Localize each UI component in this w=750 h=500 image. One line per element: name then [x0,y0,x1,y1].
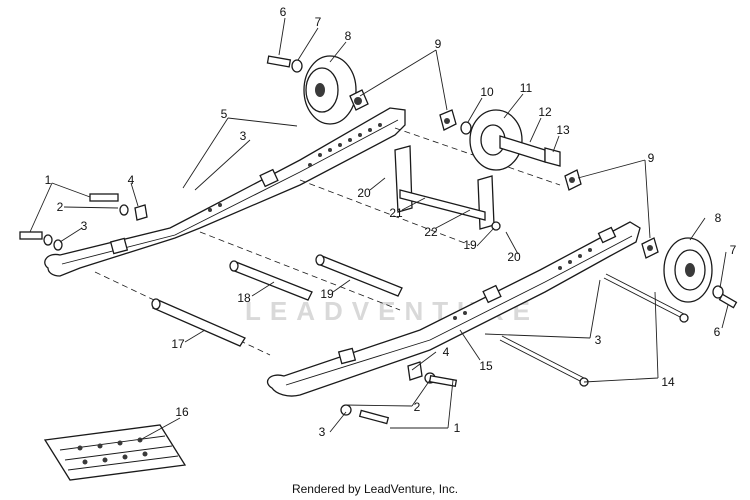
callout-22: 22 [424,225,438,239]
callout-18: 18 [237,291,251,305]
callout-20-upper: 20 [357,186,371,200]
bearing-9-lower-right [641,237,659,259]
callout-5: 5 [221,107,228,121]
washer-10 [460,121,472,135]
callout-2-left: 2 [57,200,64,214]
callout-21: 21 [389,206,403,220]
callout-16: 16 [175,405,189,419]
callout-6-lower: 6 [714,325,721,339]
slide-pad-16 [43,424,187,481]
callout-13: 13 [556,123,570,137]
callout-2-right: 2 [414,400,421,414]
callout-10: 10 [480,85,494,99]
left-rail [44,107,406,277]
callout-17: 17 [171,337,185,351]
callout-3-left: 3 [81,219,88,233]
callout-3-bottom: 3 [319,425,326,439]
callout-1-right: 1 [454,421,461,435]
callout-19-axle: 19 [463,238,477,252]
cross-shaft-17 [151,298,246,347]
callout-1-left: 1 [45,173,52,187]
callout-9-lower: 9 [648,151,655,165]
cross-shaft-18 [229,260,313,301]
callout-11: 11 [520,81,533,95]
callout-12: 12 [538,105,552,119]
front-left-hardware [19,193,148,251]
callout-3-right: 3 [595,333,602,347]
callout-20-lower: 20 [507,250,521,264]
idler-wheel-11 [469,109,523,171]
leader-lines [29,17,729,441]
long-bolt-14 [499,273,689,387]
callout-7-lower: 7 [730,243,737,257]
axle-12-13 [499,135,561,167]
idler-wheel-8-upper [266,55,357,125]
right-rail [267,221,641,397]
cross-shaft-19 [315,254,403,297]
render-credit: Rendered by LeadVenture, Inc. [291,482,459,496]
bearing-9-upper-left [349,89,369,111]
idler-wheel-8-lower [663,237,738,309]
callout-labels: 6 7 8 9 10 11 12 13 5 3 1 4 2 3 20 21 22… [45,5,737,439]
front-right-hardware [340,361,458,425]
callout-4-right: 4 [443,345,450,359]
callout-7-upper: 7 [315,15,322,29]
shock-bracket-22 [394,145,501,231]
bearing-9-lower-left [564,169,582,191]
bearing-9-upper-right [439,109,457,131]
callout-8-lower: 8 [715,211,722,225]
callout-14: 14 [661,375,675,389]
callout-6-upper: 6 [280,5,287,19]
callout-19-shaft: 19 [320,287,334,301]
callout-3-top: 3 [240,129,247,143]
callout-15: 15 [479,359,493,373]
callout-8-upper: 8 [345,29,352,43]
callout-4-left: 4 [128,173,135,187]
callout-9-upper: 9 [435,37,442,51]
